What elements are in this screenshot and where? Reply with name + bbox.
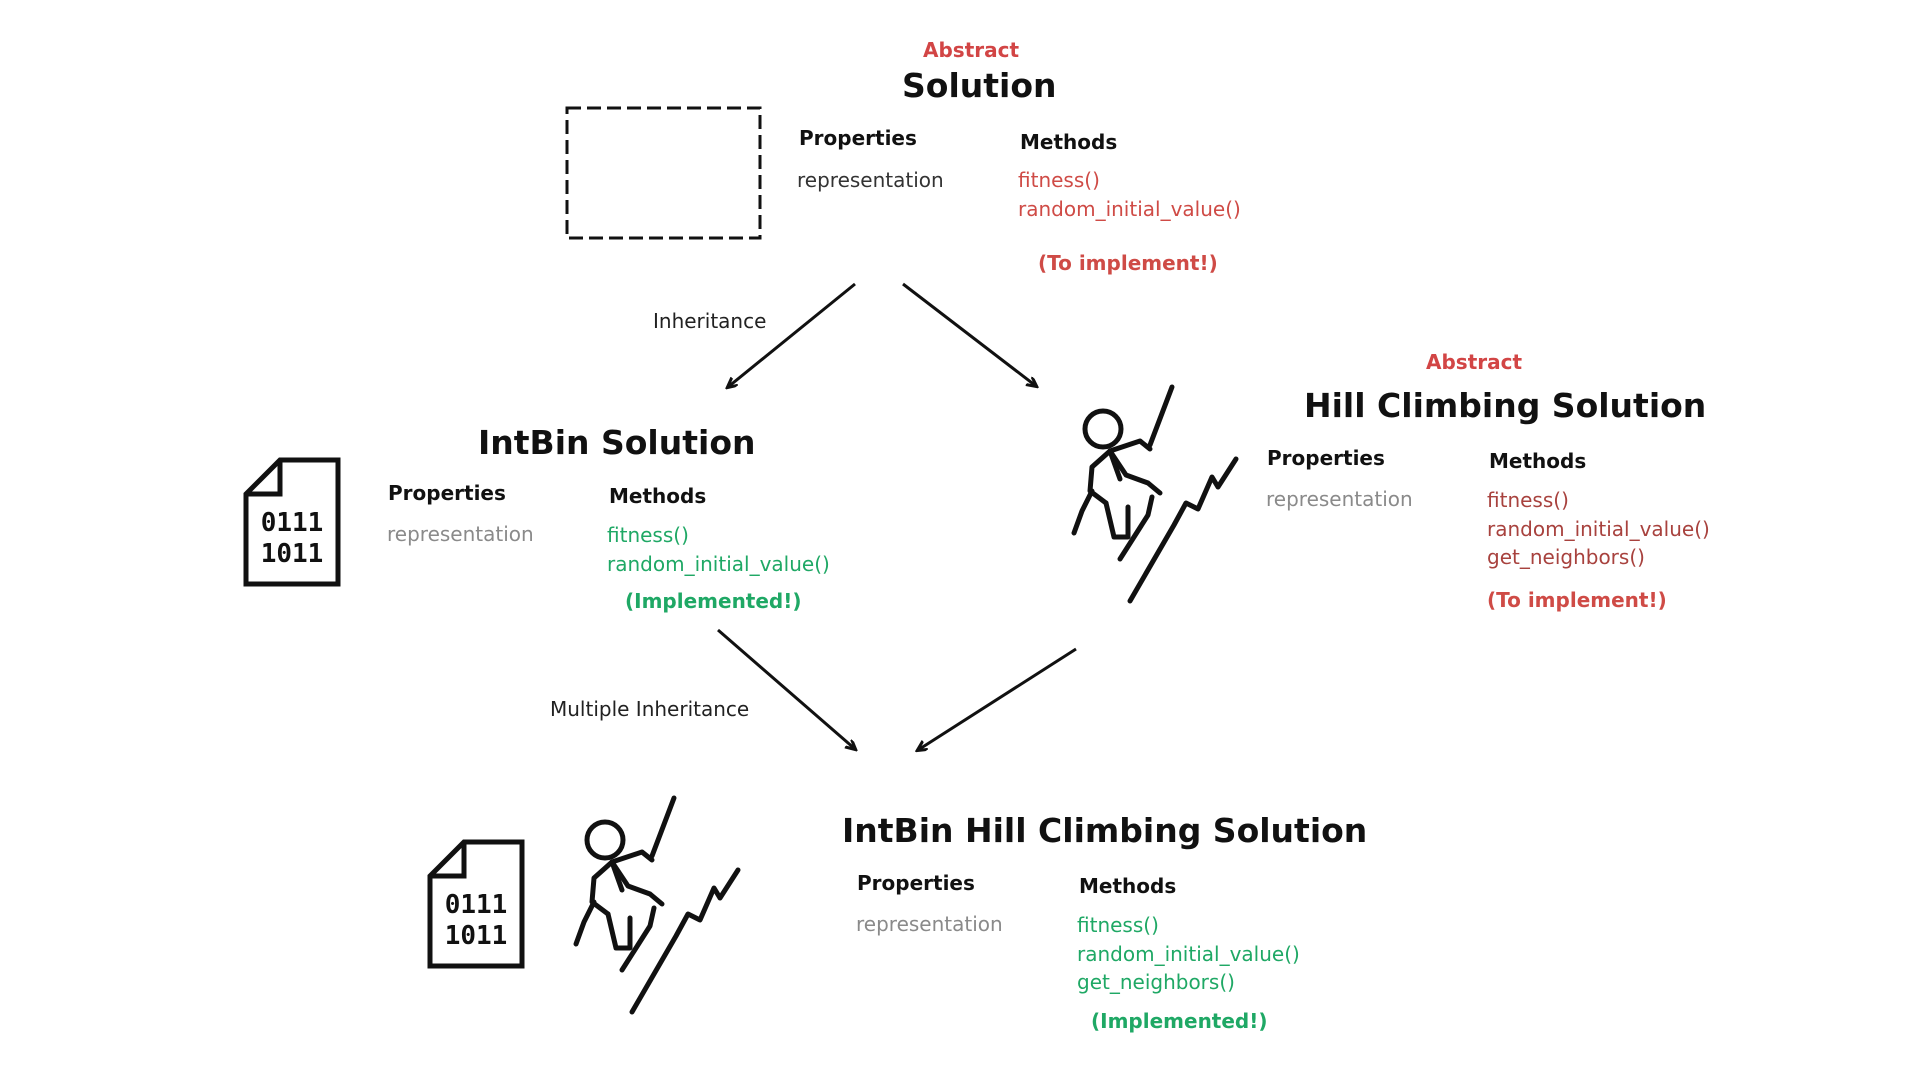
binary-icon-line-1: 0111 [445,890,508,920]
hill-property-representation: representation [1266,487,1413,511]
arrow-solution-to-intbin [728,282,856,387]
solution-properties-heading: Properties [799,126,917,150]
intbin-properties-heading: Properties [388,481,506,505]
combined-method-random-initial-value: random_initial_value() [1077,941,1300,966]
solution-methods-heading: Methods [1020,130,1118,154]
hill-title: Hill Climbing Solution [1304,386,1707,425]
hill-method-get-neighbors: get_neighbors() [1487,545,1645,569]
binary-icon-line-2: 1011 [261,539,324,569]
hill-methods-heading: Methods [1489,449,1587,473]
intbin-property-representation: representation [387,522,534,546]
multiple-inheritance-label: Multiple Inheritance [550,697,750,721]
intbin-method-fitness: fitness() [607,523,689,547]
climber-icon [1074,387,1236,601]
intbin-methods-heading: Methods [609,484,707,508]
hill-status: (To implement!) [1487,588,1667,612]
hill-method-fitness: fitness() [1487,488,1569,512]
combined-method-list: fitness() random_initial_value() get_nei… [1077,911,1300,997]
combined-methods-heading: Methods [1079,874,1177,898]
abstract-placeholder-box [565,106,762,240]
intbin-method-list: fitness() random_initial_value() [607,521,830,578]
arrow-solution-to-hill [902,282,1036,386]
combined-method-fitness: fitness() [1077,913,1159,937]
solution-method-list: fitness() random_initial_value() [1018,166,1241,223]
binary-file-icon: 0111 1011 [430,842,522,966]
combined-status: (Implemented!) [1091,1009,1268,1033]
combined-method-get-neighbors: get_neighbors() [1077,970,1235,994]
solution-abstract-label: Abstract [923,38,1020,62]
combined-properties-heading: Properties [857,871,975,895]
hill-properties-heading: Properties [1267,446,1385,470]
hill-method-list: fitness() random_initial_value() get_nei… [1487,486,1710,572]
solution-property-representation: representation [797,168,944,192]
intbin-title: IntBin Solution [478,423,756,462]
inheritance-label: Inheritance [653,309,767,333]
combined-title: IntBin Hill Climbing Solution [842,811,1368,850]
intbin-status: (Implemented!) [625,589,802,613]
intbin-method-random-initial-value: random_initial_value() [607,551,830,576]
solution-status: (To implement!) [1038,251,1218,275]
binary-file-icon: 0111 1011 [246,460,338,584]
climber-icon [576,798,738,1012]
combined-property-representation: representation [856,912,1003,936]
hill-method-random-initial-value: random_initial_value() [1487,516,1710,541]
hill-abstract-label: Abstract [1426,350,1523,374]
solution-method-random-initial-value: random_initial_value() [1018,196,1241,221]
arrow-hill-to-combined [918,647,1077,750]
arrow-intbin-to-combined [717,628,855,749]
solution-title: Solution [902,66,1057,105]
binary-icon-line-2: 1011 [445,921,508,951]
solution-method-fitness: fitness() [1018,168,1100,192]
binary-icon-line-1: 0111 [261,508,324,538]
